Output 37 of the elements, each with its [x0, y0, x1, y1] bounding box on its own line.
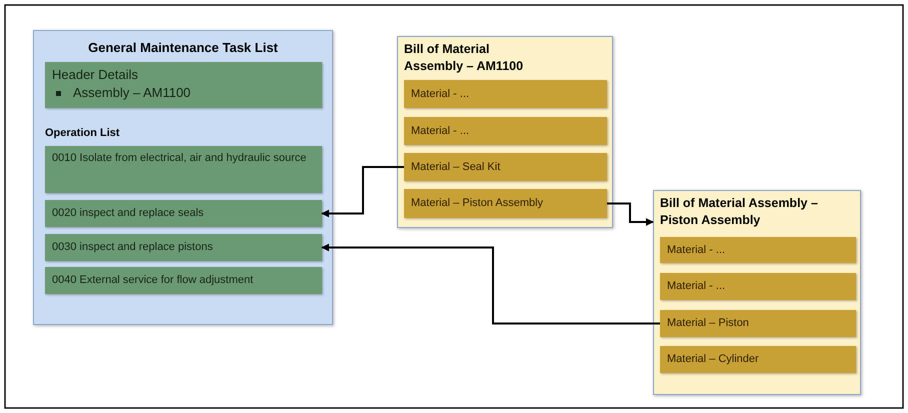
material-box — [404, 80, 607, 108]
item-label: Material – Seal Kit — [411, 160, 502, 174]
operation-box — [45, 267, 322, 294]
item-label: Material - ... — [411, 124, 470, 138]
bom-panel — [397, 36, 613, 228]
bom-panel — [653, 190, 861, 395]
box-heading: Header Details — [52, 67, 138, 82]
material-box — [660, 237, 856, 263]
item-label: Material - ... — [411, 86, 470, 102]
item-label: Material – Cylinder — [667, 352, 760, 367]
item-label: 0010 Isolate from electrical, air and hydraulic source — [52, 151, 308, 166]
operation-box — [45, 234, 322, 261]
connector-arrow — [321, 166, 404, 218]
material-box — [660, 273, 856, 300]
operation-box — [45, 200, 322, 227]
connector-arrow — [607, 202, 654, 226]
material-box — [404, 189, 607, 218]
section-heading: Operation List — [45, 126, 120, 141]
item-label: 0030 inspect and replace pistons — [52, 240, 214, 255]
panel-title: Bill of Material Assembly – Piston Assembly — [660, 195, 819, 229]
bullet-item: Assembly – AM1100 — [73, 85, 191, 100]
panel-title: Bill of Material Assembly – AM1100 — [404, 41, 524, 75]
item-label: Material – Piston Assembly — [411, 196, 544, 211]
item-label: 0020 inspect and replace seals — [52, 206, 205, 221]
item-label: 0040 External service for flow adjustment — [52, 273, 254, 288]
item-label: Material - ... — [667, 242, 726, 258]
material-box — [660, 346, 856, 373]
item-label: Material - ... — [667, 279, 726, 294]
header-box — [45, 62, 322, 108]
item-label: Material – Piston — [667, 316, 750, 331]
panel-title: General Maintenance Task List — [87, 39, 279, 56]
material-box — [660, 310, 856, 337]
task-list-panel — [33, 30, 333, 325]
material-box — [404, 117, 607, 145]
connector-arrow — [321, 244, 660, 324]
operation-box — [45, 146, 322, 193]
material-box — [404, 153, 607, 181]
